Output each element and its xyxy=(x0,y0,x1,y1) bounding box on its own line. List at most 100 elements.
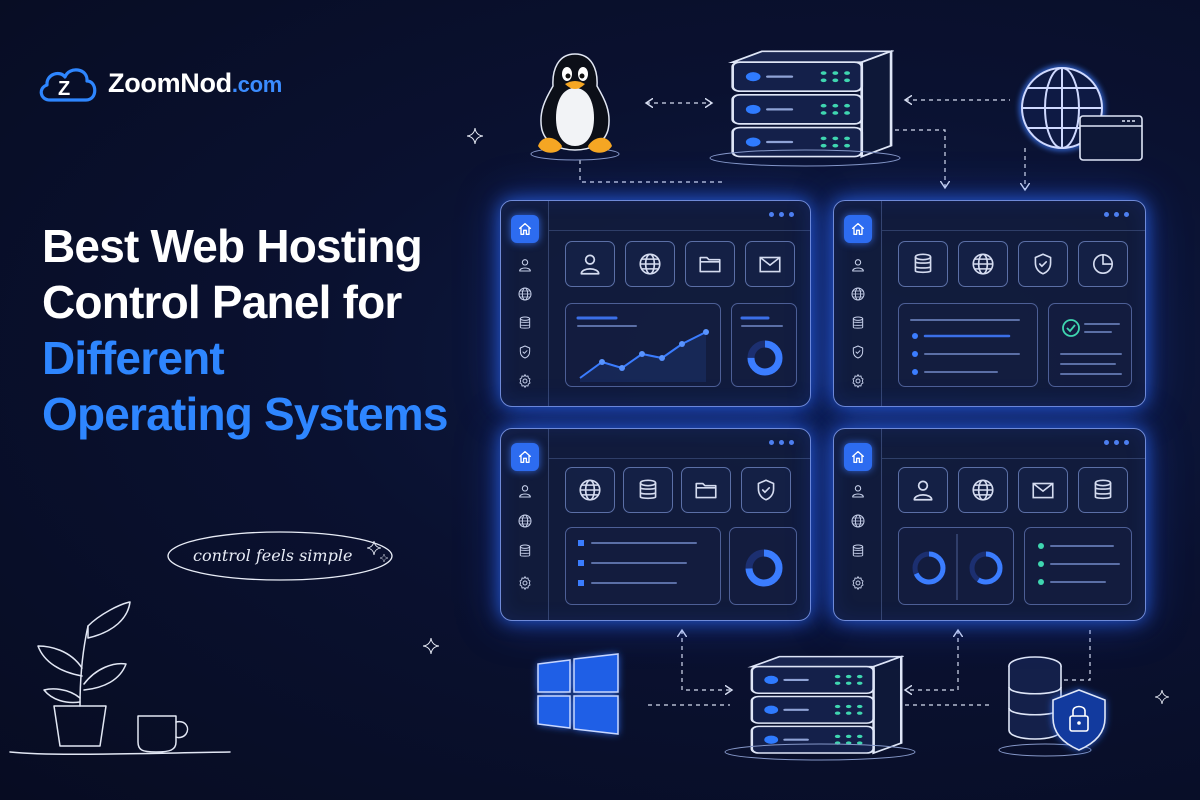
dashboard-panel-top-left xyxy=(500,200,811,407)
tile-domains[interactable] xyxy=(958,467,1008,513)
home-button[interactable] xyxy=(511,215,539,243)
tagline-bubble: control feels simple xyxy=(163,527,403,587)
tile-security[interactable] xyxy=(1018,241,1068,287)
list-card xyxy=(1024,527,1132,605)
database-icon xyxy=(639,479,657,500)
plant-and-mug-illustration xyxy=(9,601,231,756)
more-dots-icon[interactable] xyxy=(1104,212,1129,217)
gear-icon[interactable] xyxy=(850,373,866,389)
list-card xyxy=(565,527,721,605)
database-icon[interactable] xyxy=(850,315,866,331)
globe-icon xyxy=(579,479,601,501)
user-icon[interactable] xyxy=(517,483,533,499)
globe-icon[interactable] xyxy=(850,286,866,302)
tile-users[interactable] xyxy=(898,467,948,513)
tile-databases[interactable] xyxy=(1078,467,1128,513)
panel-sidebar xyxy=(501,201,549,406)
dashboard-panel-top-right xyxy=(833,200,1146,407)
dashboard-panel-bottom-left xyxy=(500,428,811,621)
home-button[interactable] xyxy=(844,443,872,471)
tile-stats[interactable] xyxy=(1078,241,1128,287)
list-lines xyxy=(1038,543,1120,585)
shield-icon[interactable] xyxy=(517,344,533,360)
panel-topbar xyxy=(882,429,1145,459)
tile-databases[interactable] xyxy=(623,467,673,513)
panel-sidebar xyxy=(834,429,882,620)
tile-domains[interactable] xyxy=(958,241,1008,287)
home-icon xyxy=(852,450,864,464)
donut-chart-card xyxy=(729,527,797,605)
panel-topbar xyxy=(549,201,810,231)
headline-line-2: Control Panel for xyxy=(42,276,402,328)
shield-icon[interactable] xyxy=(850,344,866,360)
hero-headline: Best Web Hosting Control Panel for Diffe… xyxy=(42,218,502,442)
dashboard-panel-bottom-right xyxy=(833,428,1146,621)
shield-icon xyxy=(757,479,775,501)
user-icon[interactable] xyxy=(517,257,533,273)
list-lines xyxy=(910,319,1020,375)
home-button[interactable] xyxy=(511,443,539,471)
user-icon[interactable] xyxy=(850,483,866,499)
globe-icon xyxy=(972,479,994,501)
server-stack-icon xyxy=(718,44,894,162)
tile-databases[interactable] xyxy=(898,241,948,287)
globe-icon[interactable] xyxy=(850,513,866,529)
tile-files[interactable] xyxy=(681,467,731,513)
donut-chart xyxy=(740,316,783,376)
gear-icon[interactable] xyxy=(517,373,533,389)
globe-icon xyxy=(972,253,994,275)
more-dots-icon[interactable] xyxy=(769,440,794,445)
database-icon xyxy=(1094,479,1112,500)
web-globe-icon xyxy=(1019,65,1143,161)
check-list-card xyxy=(1048,303,1132,387)
mail-icon xyxy=(1032,482,1054,499)
tile-domains[interactable] xyxy=(565,467,615,513)
logo-letter: Z xyxy=(58,78,70,100)
line-chart-card xyxy=(565,303,721,387)
panel-topbar xyxy=(882,201,1145,231)
tile-files[interactable] xyxy=(685,241,735,287)
globe-icon xyxy=(639,253,661,275)
more-dots-icon[interactable] xyxy=(769,212,794,217)
brand-logo[interactable]: Z ZoomNod.com xyxy=(36,62,282,104)
tagline-outline xyxy=(167,531,393,581)
donut-charts xyxy=(912,534,1003,600)
windows-logo-icon xyxy=(537,653,619,735)
home-button[interactable] xyxy=(844,215,872,243)
list-card xyxy=(898,303,1038,387)
database-icon[interactable] xyxy=(517,543,533,559)
tagline-text: control feels simple xyxy=(193,546,353,565)
folder-icon xyxy=(699,256,721,273)
shield-icon xyxy=(1034,253,1052,275)
user-icon[interactable] xyxy=(850,257,866,273)
server-base-ring xyxy=(709,149,901,167)
globe-icon[interactable] xyxy=(517,513,533,529)
globe-icon[interactable] xyxy=(517,286,533,302)
tile-security[interactable] xyxy=(741,467,791,513)
list-lines xyxy=(578,540,697,586)
tile-users[interactable] xyxy=(565,241,615,287)
database-icon[interactable] xyxy=(517,315,533,331)
brand-wordmark: ZoomNod.com xyxy=(108,68,282,99)
home-icon xyxy=(519,450,531,464)
panel-topbar xyxy=(549,429,810,459)
panel-sidebar xyxy=(834,201,882,406)
gear-icon[interactable] xyxy=(850,575,866,591)
brand-name: ZoomNod xyxy=(108,67,232,98)
database-icon[interactable] xyxy=(850,543,866,559)
two-donuts-card xyxy=(898,527,1014,605)
more-dots-icon[interactable] xyxy=(1104,440,1129,445)
cloud-logo-icon: Z xyxy=(39,68,97,102)
tile-mail[interactable] xyxy=(1018,467,1068,513)
tile-mail[interactable] xyxy=(745,241,795,287)
tile-domains[interactable] xyxy=(625,241,675,287)
headline-line-4: Operating Systems xyxy=(42,388,448,440)
database-icon xyxy=(914,253,932,274)
linux-penguin-icon xyxy=(530,53,620,161)
secure-database-icon xyxy=(998,656,1106,757)
gear-icon[interactable] xyxy=(517,575,533,591)
mail-icon xyxy=(759,256,781,273)
user-icon xyxy=(913,480,933,501)
line-chart xyxy=(576,316,709,382)
